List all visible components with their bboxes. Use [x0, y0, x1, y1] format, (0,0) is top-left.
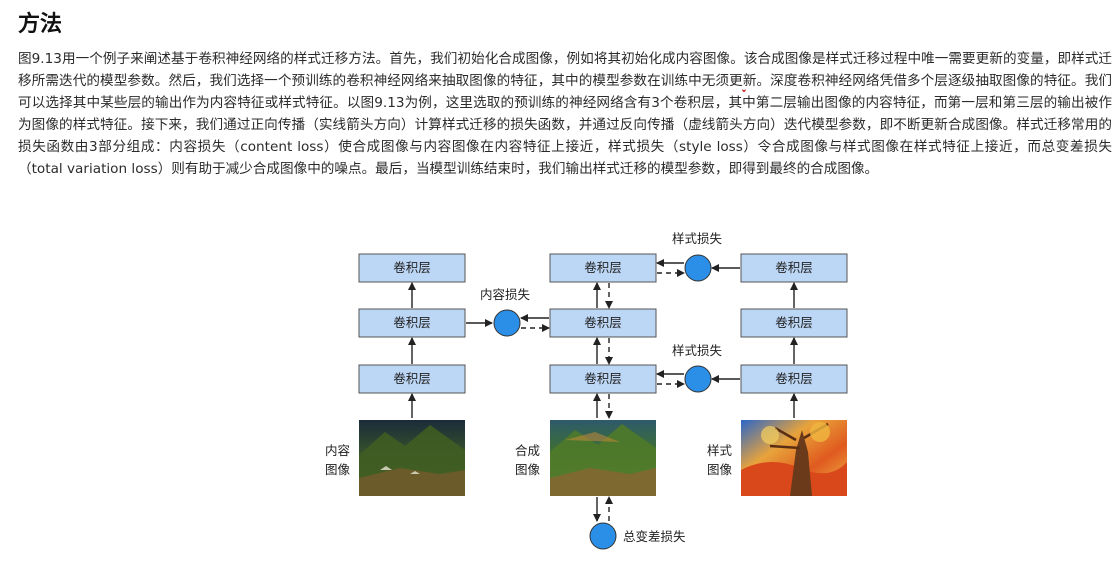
- style-loss-label-top: 样式损失: [672, 231, 723, 246]
- synthesized-branch: 卷积层 卷积层 卷积层 合成 图像 总变差损失: [515, 253, 686, 550]
- total-variation-loss-node: [589, 522, 617, 550]
- total-variation-loss-label: 总变差损失: [623, 529, 686, 544]
- conv-layer-mid-3: [549, 253, 657, 283]
- description-paragraph: 图9.13用一个例子来阐述基于卷积神经网络的样式迁移方法。首先，我们初始化合成图…: [18, 48, 1112, 180]
- style-loss-node-bottom: [684, 365, 712, 393]
- paragraph-part1: 图9.13用一个例子来阐述基于卷积神经网络的样式迁移方法。首先，我们初始化合成图…: [18, 51, 744, 67]
- conv-layer-right-2-label: 卷积层: [775, 315, 813, 330]
- conv-layer-mid-1: [549, 364, 657, 394]
- content-loss-node: [493, 309, 521, 337]
- synth-image-label-1: 合成: [515, 443, 540, 458]
- conv-layer-right-2: [740, 308, 848, 338]
- conv-layer-mid-1-label: 卷积层: [584, 371, 622, 386]
- conv-layer-left-1-label: 卷积层: [393, 371, 431, 386]
- conv-layer-left-1: [358, 364, 466, 394]
- conv-layer-mid-3-label: 卷积层: [584, 260, 622, 275]
- content-image-label-2: 图像: [325, 462, 351, 477]
- style-image-label-1: 样式: [707, 443, 733, 458]
- style-image-label-2: 图像: [707, 462, 733, 477]
- conv-layer-right-1-label: 卷积层: [775, 371, 813, 386]
- style-image: [741, 420, 847, 496]
- content-image: [359, 420, 465, 496]
- conv-layer-mid-2: [549, 308, 657, 338]
- content-loss-label: 内容损失: [480, 287, 531, 302]
- synth-image-label-2: 图像: [515, 462, 541, 477]
- content-branch: 卷积层 卷积层 卷积层 内容 图像: [325, 253, 493, 496]
- style-loss-node-top: [684, 254, 712, 282]
- synthesized-image: [550, 420, 656, 496]
- conv-layer-right-3-label: 卷积层: [775, 260, 813, 275]
- conv-layer-mid-2-label: 卷积层: [584, 315, 622, 330]
- conv-layer-left-3-label: 卷积层: [393, 260, 431, 275]
- conv-layer-right-1: [740, 364, 848, 394]
- page-title: 方法: [18, 12, 63, 37]
- highlighted-sentence: 该合成图像是样式迁移过程中唯一需要更新的变量，即样式迁移所需迭代的模型参数。: [18, 51, 1112, 89]
- style-branch: 卷积层 卷积层 卷积层 样式 图像: [707, 253, 848, 496]
- style-loss-label-bottom: 样式损失: [672, 343, 723, 358]
- conv-layer-left-3: [358, 253, 466, 283]
- conv-layer-right-3: [740, 253, 848, 283]
- paragraph-part2: 然后，我们选择一个预训练的卷积神经网络来抽取图像的特征，其中的模型参数在训练中无…: [18, 73, 1112, 177]
- content-image-label-1: 内容: [325, 443, 350, 458]
- conv-layer-left-2-label: 卷积层: [393, 315, 431, 330]
